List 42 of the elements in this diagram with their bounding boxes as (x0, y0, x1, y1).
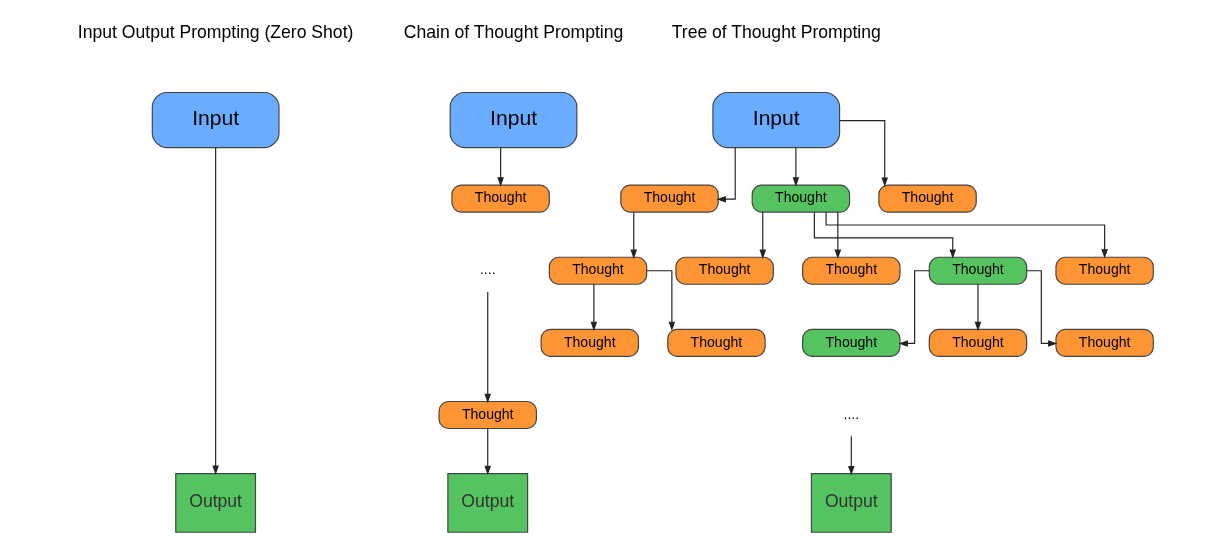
label: Input Output Prompting (Zero Shot) (77, 21, 354, 42)
arrow (813, 211, 957, 259)
node-text: .... (843, 405, 860, 422)
node-box: Thought (802, 256, 901, 285)
arrow (792, 147, 800, 187)
arrow (716, 147, 736, 203)
node-box: Thought (802, 328, 901, 357)
arrow (759, 211, 767, 259)
node-box: Thought (1055, 328, 1154, 357)
node-box: Output (175, 473, 257, 533)
node-box: Thought (620, 184, 719, 213)
node-box: Input (449, 91, 578, 149)
arrow (646, 270, 676, 332)
node-box: Thought (1055, 256, 1154, 285)
node-box: Output (447, 473, 529, 533)
node-box: Input (151, 91, 280, 149)
arrow (590, 283, 598, 332)
label: Chain of Thought Prompting (403, 21, 624, 42)
arrow (834, 211, 842, 259)
arrow (484, 428, 492, 476)
node-box: Thought (675, 256, 774, 285)
node-box: Thought (438, 400, 537, 430)
node-box: Thought (451, 184, 550, 213)
arrow (825, 211, 1108, 259)
label: Tree of Thought Prompting (671, 21, 881, 42)
arrow (497, 147, 504, 187)
arrow (974, 283, 982, 332)
arrow (212, 147, 219, 475)
arrow (848, 435, 855, 476)
arrow (630, 211, 638, 259)
node-box: Thought (540, 328, 640, 357)
arrow (839, 120, 889, 187)
node-box: Thought (751, 184, 851, 213)
node-box: Thought (928, 328, 1028, 357)
node-text: .... (479, 261, 496, 278)
node-box: Thought (878, 184, 977, 213)
node-box: Thought (548, 256, 648, 285)
node-box: Input (712, 91, 841, 149)
node-box: Output (810, 473, 892, 533)
arrow (484, 291, 492, 404)
node-box: Thought (928, 256, 1028, 285)
node-box: Thought (667, 328, 766, 357)
